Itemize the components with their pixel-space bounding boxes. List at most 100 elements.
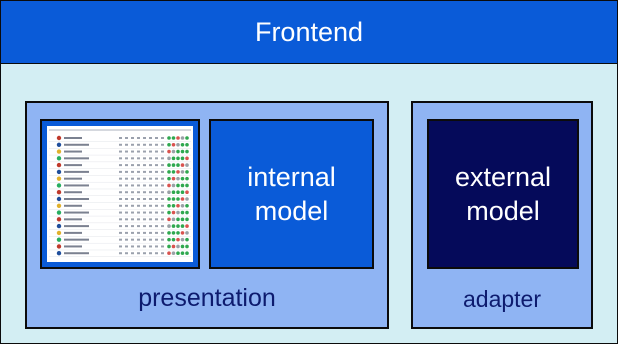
- row-divider: [49, 202, 191, 203]
- form-dot: [180, 183, 185, 188]
- stat-cell: [161, 204, 164, 207]
- team-badge-icon: [56, 156, 62, 161]
- stat-cell: [131, 170, 134, 173]
- adapter-label: adapter: [462, 286, 541, 312]
- team-badge-icon: [56, 223, 62, 229]
- team-badge-icon: [56, 210, 62, 215]
- form-dot: [185, 149, 189, 154]
- form-dot: [167, 231, 171, 235]
- stat-cell: [119, 184, 122, 187]
- stat-cell: [161, 211, 164, 214]
- row-divider: [49, 175, 191, 176]
- stat-cell: [155, 231, 158, 234]
- table-row: [49, 169, 191, 176]
- stat-cell: [155, 150, 158, 153]
- stat-cell: [119, 225, 122, 228]
- team-name-text: [64, 204, 82, 207]
- table-row: [49, 237, 191, 244]
- form-dot: [167, 142, 171, 147]
- row-divider: [49, 141, 191, 142]
- form-dot: [167, 210, 171, 215]
- team-name-text: [64, 143, 89, 146]
- stat-cell: [131, 245, 134, 248]
- stat-cell: [131, 238, 134, 241]
- row-divider: [49, 242, 191, 244]
- stat-cell: [143, 218, 146, 221]
- stat-cell: [137, 198, 140, 200]
- league-table-graphic: [49, 129, 191, 257]
- form-dot: [185, 244, 189, 249]
- stat-cell: [149, 218, 152, 221]
- table-row: [49, 176, 191, 183]
- form-dot: [180, 142, 185, 147]
- stat-cell: [137, 218, 140, 221]
- team-name-text: [64, 157, 89, 160]
- form-dot: [180, 203, 185, 208]
- form-dot: [176, 142, 180, 147]
- stat-cell: [161, 252, 164, 255]
- stat-cell: [143, 164, 146, 167]
- form-dot: [167, 217, 171, 222]
- stat-cell: [149, 238, 152, 241]
- form-dot: [180, 244, 185, 249]
- form-dot: [176, 163, 180, 167]
- row-divider: [49, 168, 191, 169]
- form-dot: [176, 224, 180, 228]
- form-dot: [185, 136, 189, 140]
- stat-cell: [143, 170, 146, 173]
- row-divider: [49, 195, 191, 196]
- form-dot: [180, 190, 185, 195]
- team-name-text: [64, 164, 82, 167]
- form-dot: [176, 170, 180, 174]
- stat-cell: [149, 245, 152, 248]
- stat-cell: [161, 150, 164, 153]
- stat-cell: [119, 238, 122, 241]
- stat-cell: [125, 252, 128, 255]
- form-dot: [171, 176, 176, 181]
- form-dot: [185, 190, 189, 195]
- stat-cell: [161, 218, 164, 221]
- row-divider: [49, 154, 191, 156]
- form-dot: [171, 197, 176, 201]
- table-row: [49, 196, 191, 203]
- form-dot: [167, 183, 171, 188]
- stat-cell: [131, 164, 134, 167]
- team-name-text: [64, 198, 89, 200]
- team-badge-icon: [56, 203, 62, 208]
- table-row: [49, 162, 191, 169]
- table-row: [49, 135, 191, 142]
- stat-cell: [143, 137, 146, 139]
- stat-cell: [155, 218, 158, 221]
- form-dot: [167, 237, 171, 242]
- form-dot: [176, 183, 180, 188]
- form-dot: [167, 224, 171, 228]
- team-name-text: [64, 191, 82, 194]
- form-dot: [176, 251, 180, 256]
- stat-cell: [119, 252, 122, 255]
- team-name-text: [64, 231, 82, 234]
- stat-cell: [143, 211, 146, 214]
- row-divider: [49, 188, 191, 190]
- stat-cell: [131, 184, 134, 187]
- stat-cell: [125, 198, 128, 200]
- stat-cell: [149, 191, 152, 194]
- row-divider: [49, 222, 191, 224]
- stat-cell: [131, 157, 134, 160]
- table-row: [49, 210, 191, 217]
- stat-cell: [119, 177, 122, 180]
- stat-cell: [131, 177, 134, 180]
- form-dot: [171, 203, 176, 208]
- stat-cell: [125, 211, 128, 214]
- internal-model-label: internal model: [247, 162, 336, 226]
- form-dot: [185, 156, 189, 161]
- form-dot: [176, 190, 180, 195]
- form-dot: [185, 203, 189, 208]
- stat-cell: [149, 143, 152, 146]
- form-dot: [171, 244, 176, 249]
- form-dot: [167, 244, 171, 249]
- team-badge-icon: [56, 162, 62, 168]
- row-divider: [49, 209, 191, 210]
- adapter-panel: external model adapter: [411, 101, 593, 329]
- form-dot: [171, 163, 176, 167]
- form-dot: [185, 217, 189, 222]
